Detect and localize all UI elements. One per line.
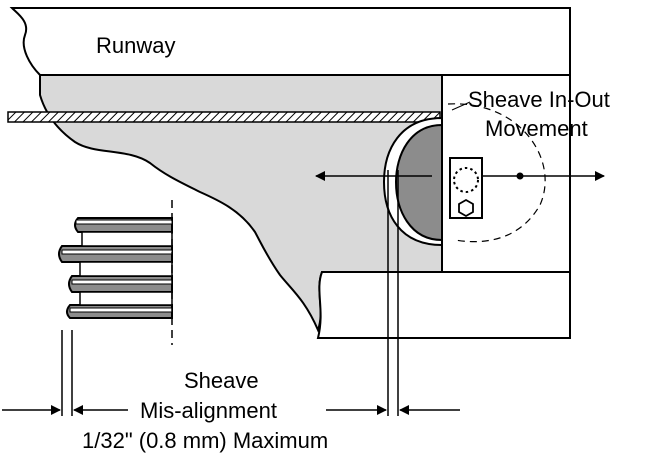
misalignment-label-line2: Mis-alignment (140, 398, 277, 423)
misaligned-sheave (58, 200, 173, 345)
wire-rope (7, 111, 441, 123)
misalignment-label-line1: Sheave (184, 368, 259, 393)
adjuster-dial (453, 167, 479, 193)
misalignment-label-line3: 1/32" (0.8 mm) Maximum (82, 428, 328, 453)
movement-label-line1: Sheave In-Out (468, 87, 610, 112)
adjuster-bolt-icon (458, 198, 474, 218)
sheave-disk (394, 123, 443, 242)
runway-label: Runway (96, 33, 175, 58)
movement-label-line2: Movement (485, 116, 588, 141)
runway-lower-beam (316, 271, 571, 339)
movement-leader-line (451, 101, 471, 111)
runway-support-panel (39, 74, 443, 333)
movement-arc (447, 103, 546, 243)
